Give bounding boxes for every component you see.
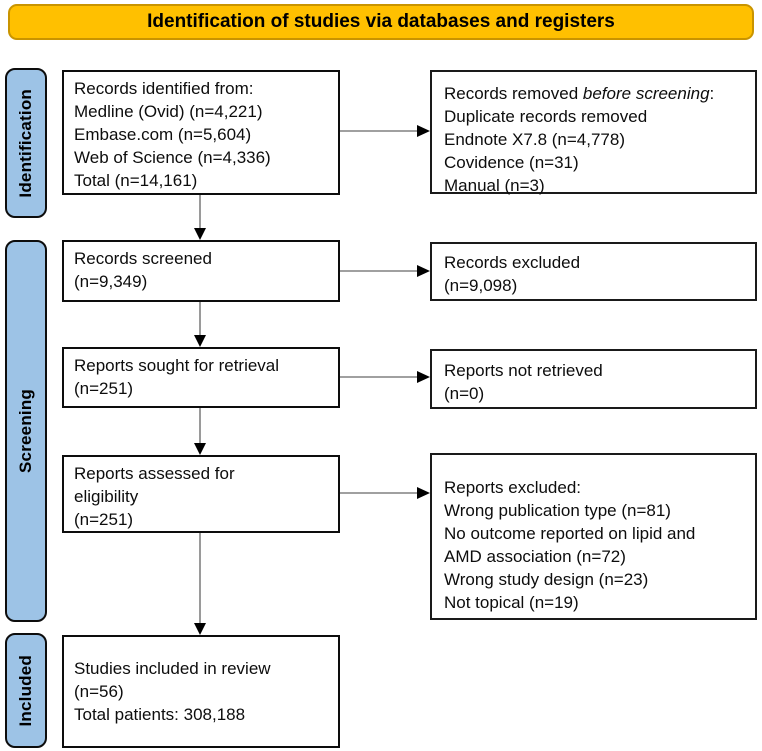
studies-included-line: Studies included in review [74, 659, 271, 678]
stage-label-included-text: Included [16, 654, 35, 727]
records-excluded-line: Records excluded [444, 253, 581, 272]
records-identified-line: Medline (Ovid) (n=4,221) [74, 102, 263, 121]
reports-excluded-line: No outcome reported on lipid and [444, 524, 696, 543]
records-removed-line: Duplicate records removed [444, 107, 648, 126]
arrow-identified-to-removed-head [417, 125, 430, 137]
before-screening-italic: before screening [582, 84, 710, 103]
stage-label-included: Included [5, 633, 47, 748]
records-removed-title-line: Records removed before screening: [444, 84, 715, 103]
arrow-screened-to-excluded-head [417, 265, 430, 277]
reports-excluded-line: Not topical (n=19) [444, 593, 579, 612]
reports-assessed-line: eligibility [74, 487, 139, 506]
records-identified-line: Embase.com (n=5,604) [74, 125, 252, 144]
reports-excluded-line: Wrong publication type (n=81) [444, 501, 671, 520]
reports-excluded-line: AMD association (n=72) [444, 547, 626, 566]
stage-label-identification-text: Identification [16, 88, 35, 198]
studies-included-box: Studies included in review (n=56) Total … [62, 635, 340, 748]
reports-assessed-box: Reports assessed for eligibility (n=251) [62, 455, 340, 533]
records-screened-line: (n=9,349) [74, 272, 148, 291]
reports-assessed-line: (n=251) [74, 510, 134, 529]
arrow-sought-to-not-retrieved-head [417, 371, 430, 383]
reports-assessed-line: Reports assessed for [74, 464, 235, 483]
records-removed-line: Manual (n=3) [444, 176, 545, 195]
reports-not-retrieved-line: (n=0) [444, 384, 485, 403]
reports-not-retrieved-line: Reports not retrieved [444, 361, 603, 380]
records-removed-line: Covidence (n=31) [444, 153, 579, 172]
arrow-sought-to-assessed-head [194, 443, 206, 455]
records-identified-line: Total (n=14,161) [74, 171, 198, 190]
arrow-assessed-to-excluded-head [417, 487, 430, 499]
reports-sought-line: Reports sought for retrieval [74, 356, 280, 375]
arrow-screened-to-sought-head [194, 335, 206, 347]
records-screened-line: Records screened [74, 249, 212, 268]
arrow-identified-to-screened-head [194, 228, 206, 240]
reports-sought-line: (n=251) [74, 379, 134, 398]
records-screened-box: Records screened (n=9,349) [62, 240, 340, 302]
studies-included-line: (n=56) [74, 682, 124, 701]
records-excluded-box: Records excluded (n=9,098) [430, 242, 757, 301]
stage-label-screening-text: Screening [16, 389, 35, 473]
arrow-assessed-to-included-head [194, 623, 206, 635]
stage-label-identification: Identification [5, 68, 47, 218]
studies-included-line: Total patients: 308,188 [74, 705, 246, 724]
records-removed-box: Records removed before screening: Duplic… [430, 70, 757, 195]
records-excluded-line: (n=9,098) [444, 276, 518, 295]
stage-label-screening: Screening [5, 240, 47, 622]
records-identified-line: Records identified from: [74, 79, 254, 98]
reports-excluded-line: Wrong study design (n=23) [444, 570, 649, 589]
reports-sought-box: Reports sought for retrieval (n=251) [62, 347, 340, 408]
records-removed-line: Endnote X7.8 (n=4,778) [444, 130, 625, 149]
reports-excluded-line: Reports excluded: [444, 478, 582, 497]
diagram-title-banner: Identification of studies via databases … [8, 4, 754, 40]
reports-not-retrieved-box: Reports not retrieved (n=0) [430, 349, 757, 409]
records-identified-box: Records identified from: Medline (Ovid) … [62, 70, 340, 195]
records-identified-line: Web of Science (n=4,336) [74, 148, 271, 167]
reports-excluded-box: Reports excluded: Wrong publication type… [430, 453, 757, 620]
diagram-title: Identification of studies via databases … [147, 11, 615, 32]
